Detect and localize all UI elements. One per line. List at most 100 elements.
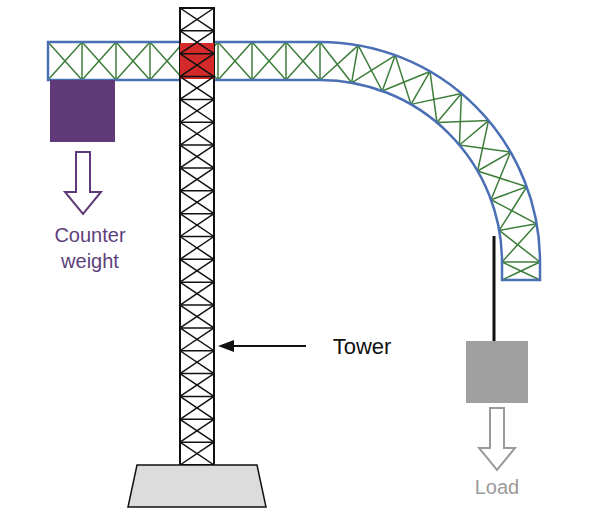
tower-strut xyxy=(180,214,214,237)
tower-strut xyxy=(180,99,214,101)
tower-strut xyxy=(180,304,214,306)
slewing-unit xyxy=(180,43,214,79)
tower-strut xyxy=(180,237,214,260)
load-label: Load xyxy=(452,474,542,500)
jib-strut xyxy=(437,93,461,122)
tower-strut xyxy=(180,441,214,443)
tower-strut xyxy=(180,213,214,215)
jib-strut xyxy=(382,55,395,91)
jib-strut xyxy=(252,42,286,80)
tower-strut xyxy=(180,442,214,465)
tower-strut xyxy=(180,396,214,398)
tower-strut xyxy=(180,8,214,31)
jib-strut xyxy=(459,93,461,145)
jib-strut xyxy=(352,45,359,82)
jib-strut xyxy=(252,42,286,80)
tower-lattice xyxy=(180,8,214,465)
load-block xyxy=(466,341,528,403)
jib-strut xyxy=(459,145,510,152)
jib-strut xyxy=(285,42,287,80)
jib-strut xyxy=(115,42,117,80)
tower-strut xyxy=(180,328,214,351)
jib-strut xyxy=(286,42,320,80)
jib-strut xyxy=(82,42,116,80)
tower-strut xyxy=(180,259,214,282)
hoist-cable xyxy=(493,236,496,341)
jib-strut xyxy=(478,121,489,171)
tower-strut xyxy=(180,30,214,32)
tower-strut xyxy=(180,374,214,397)
tower-strut xyxy=(180,396,214,419)
leader-arrowhead xyxy=(218,340,234,352)
jib-strut xyxy=(217,42,219,80)
tower-strut xyxy=(180,191,214,214)
tower-strut xyxy=(180,168,214,191)
tower-strut xyxy=(180,237,214,260)
jib-strut xyxy=(502,262,540,280)
leader-line xyxy=(232,345,306,347)
jib-strut xyxy=(502,261,540,263)
jib-strut xyxy=(116,42,150,80)
jib-strut xyxy=(502,262,540,280)
tower-strut xyxy=(180,236,214,238)
tower-strut xyxy=(180,351,214,374)
jib-strut xyxy=(478,152,511,171)
tower-strut xyxy=(180,214,214,237)
tower-strut xyxy=(180,373,214,375)
tower-strut xyxy=(180,77,214,100)
tower-strut xyxy=(180,328,214,351)
jib-strut xyxy=(218,42,252,80)
tower-strut xyxy=(180,442,214,465)
tower-strut xyxy=(180,122,214,145)
jib-strut xyxy=(382,71,430,91)
jib-strut xyxy=(251,42,253,80)
tower-strut xyxy=(180,122,214,145)
tower-strut xyxy=(180,167,214,169)
tower-strut xyxy=(180,419,214,442)
jib-strut xyxy=(437,121,489,123)
jib-strut xyxy=(499,187,526,231)
tower-strut xyxy=(180,53,214,55)
jib-strut xyxy=(48,42,82,80)
jib-strut xyxy=(352,55,396,82)
jib-strut xyxy=(150,42,184,80)
tower-strut xyxy=(180,31,214,54)
jib-strut xyxy=(81,42,83,80)
tower-label: Tower xyxy=(307,333,417,362)
tower-strut xyxy=(180,77,214,100)
tower-strut xyxy=(180,191,214,214)
jib-strut xyxy=(149,42,151,80)
tower-strut xyxy=(180,282,214,305)
tower-strut xyxy=(180,350,214,352)
tower-strut xyxy=(180,99,214,122)
tower-strut xyxy=(180,31,214,54)
tower-strut xyxy=(180,168,214,191)
tower-strut xyxy=(180,305,214,328)
tower-strut xyxy=(180,144,214,146)
tower-strut xyxy=(180,259,214,282)
tower-strut xyxy=(180,282,214,305)
jib-strut xyxy=(430,71,437,122)
tower-strut xyxy=(180,8,214,31)
tower-strut xyxy=(180,259,214,261)
tower-strut xyxy=(180,305,214,328)
tower-strut xyxy=(180,190,214,192)
counter-weight-block xyxy=(50,80,115,142)
load-arrow xyxy=(479,408,515,470)
jib-strut xyxy=(116,42,150,80)
tower-strut xyxy=(180,327,214,329)
tower-strut xyxy=(180,419,214,442)
tower-strut xyxy=(180,99,214,122)
jib-strut xyxy=(319,42,321,80)
tower-strut xyxy=(180,419,214,421)
jib-strut xyxy=(218,42,252,80)
tower-base xyxy=(128,465,266,507)
jib-strut xyxy=(82,42,116,80)
tower-strut xyxy=(180,122,214,124)
tower-strut xyxy=(180,145,214,168)
jib-strut xyxy=(499,230,540,262)
tower-frame xyxy=(180,8,214,465)
weight-arrow xyxy=(65,152,101,214)
tower-strut xyxy=(180,374,214,397)
